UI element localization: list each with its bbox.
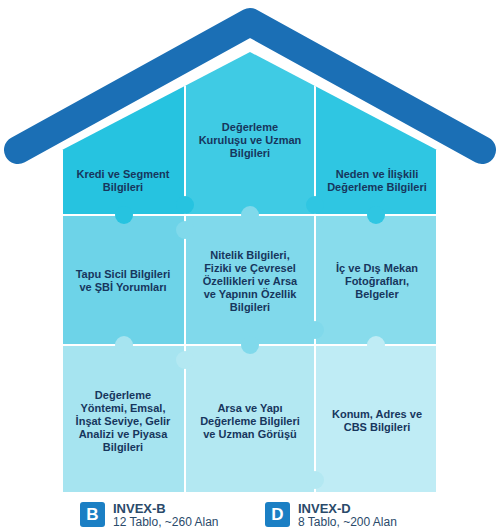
piece-label: Değerleme Yöntemi, Emsal, İnşat Seviye, … <box>72 389 174 454</box>
piece-label: Tapu Sicil Bilgileri ve ŞBİ Yorumları <box>72 268 174 294</box>
piece-label: Değerleme Kuruluşu ve Uzman Bilgileri <box>198 121 302 160</box>
piece-label: Neden ve İlişkili Değerleme Bilgileri <box>326 168 428 194</box>
badge-letter: D <box>271 505 283 525</box>
piece-label: İç ve Dış Mekan Fotoğrafları, Belgeler <box>326 262 428 301</box>
piece-label: Nitelik Bilgileri, Fiziki ve Çevresel Öz… <box>198 249 302 314</box>
puzzle-piece: Neden ve İlişkili Değerleme Bilgileri <box>326 150 428 212</box>
legend-note: 12 Tablo, ~260 Alan <box>113 516 219 529</box>
puzzle-piece: Değerleme Kuruluşu ve Uzman Bilgileri <box>198 72 302 208</box>
puzzle-piece: Kredi ve Segment Bilgileri <box>72 150 174 212</box>
puzzle-piece: İç ve Dış Mekan Fotoğrafları, Belgeler <box>326 222 428 340</box>
puzzle-piece: Tapu Sicil Bilgileri ve ŞBİ Yorumları <box>72 222 174 340</box>
badge-letter: B <box>86 505 98 525</box>
legend-badge: B <box>80 502 105 527</box>
puzzle-piece: Değerleme Yöntemi, Emsal, İnşat Seviye, … <box>72 354 174 488</box>
legend-title: INVEX-D <box>298 502 351 516</box>
piece-label: Kredi ve Segment Bilgileri <box>72 168 174 194</box>
piece-label: Konum, Adres ve CBS Bilgileri <box>326 408 428 434</box>
legend-note: 8 Tablo, ~200 Alan <box>298 516 397 529</box>
legend-title: INVEX-B <box>113 502 166 516</box>
puzzle-piece: Nitelik Bilgileri, Fiziki ve Çevresel Öz… <box>198 222 302 340</box>
puzzle-piece: Arsa ve Yapı Değerleme Bilgileri ve Uzma… <box>198 354 302 488</box>
piece-label: Arsa ve Yapı Değerleme Bilgileri ve Uzma… <box>198 402 302 441</box>
puzzle-piece: Konum, Adres ve CBS Bilgileri <box>326 354 428 488</box>
legend-badge: D <box>265 502 290 527</box>
